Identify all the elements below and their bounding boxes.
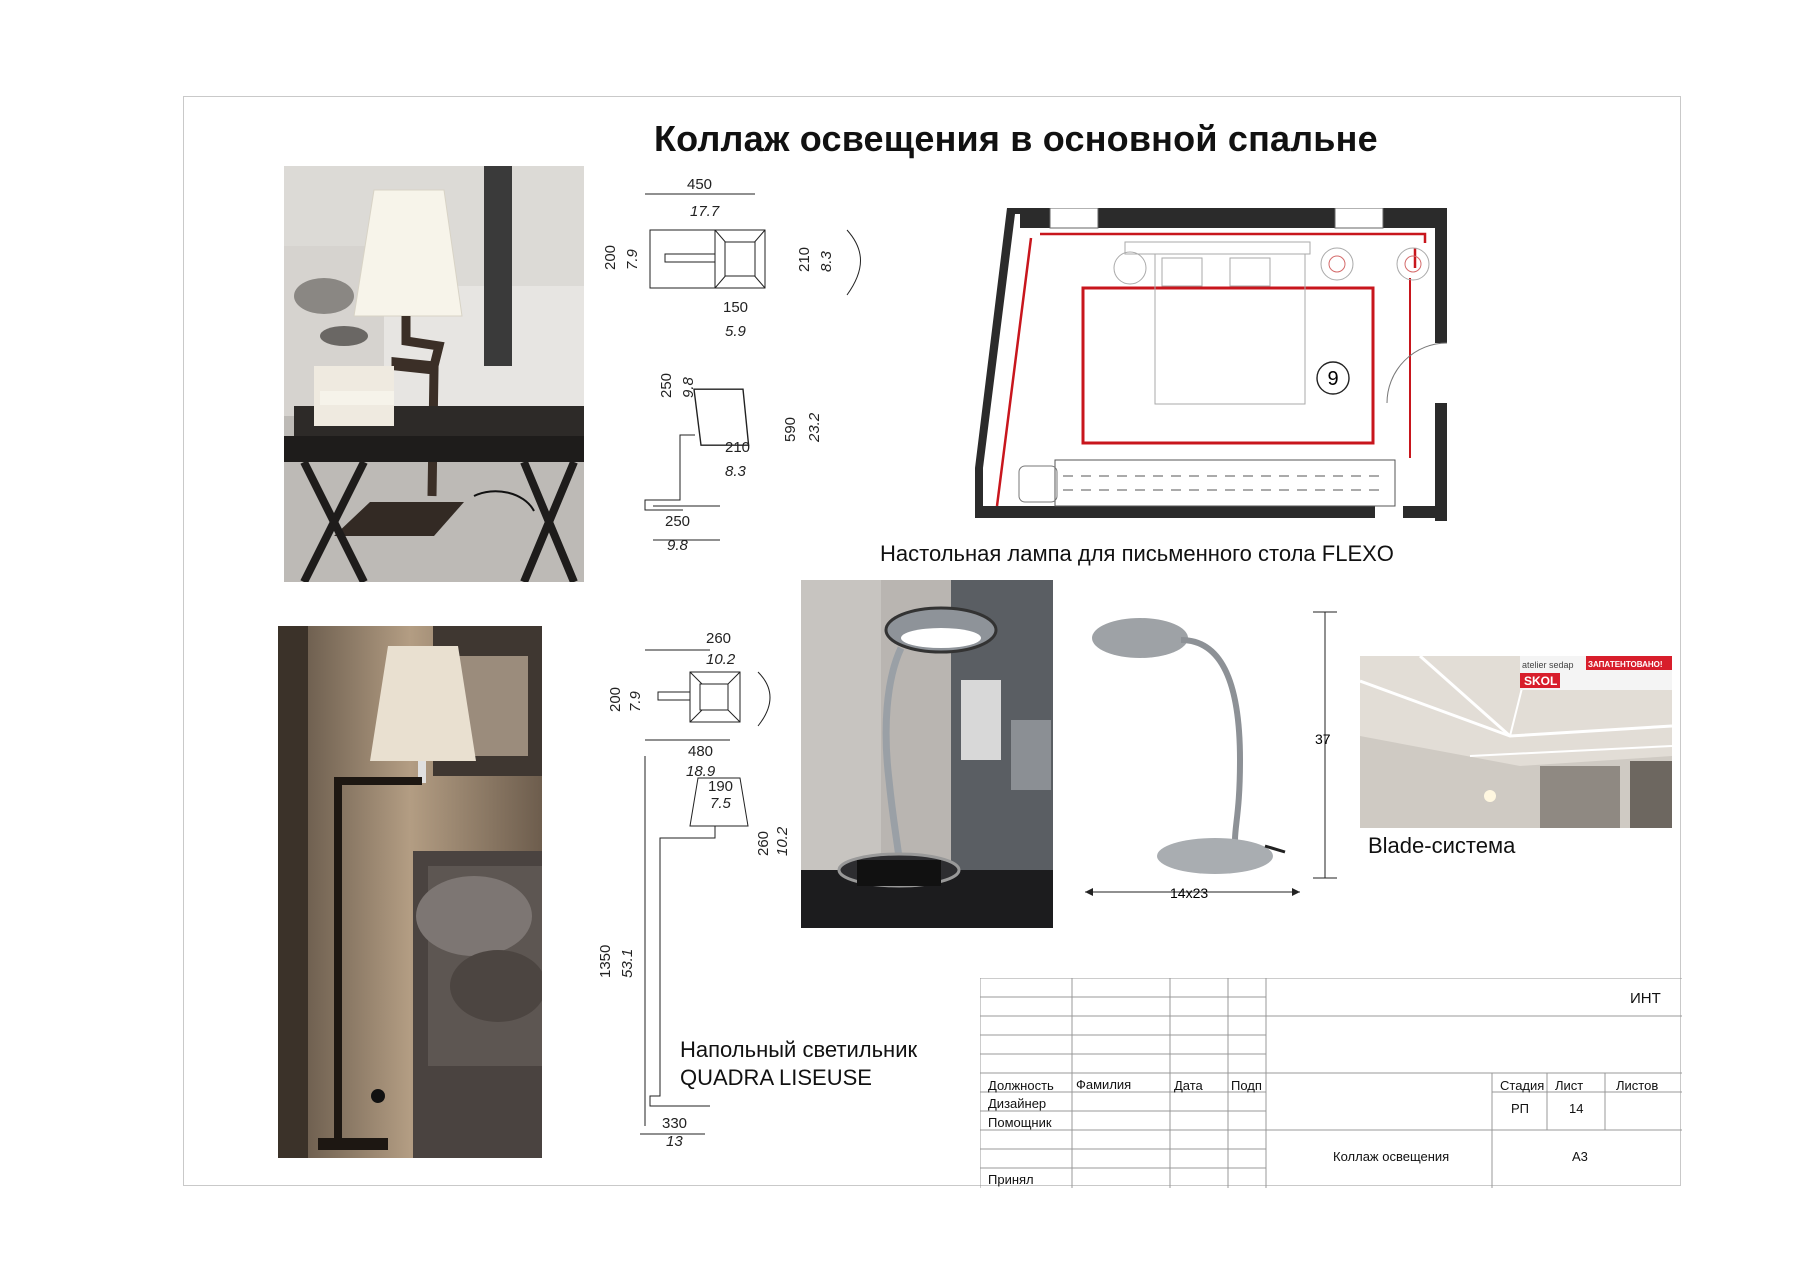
stamp-col-name: Фамилия xyxy=(1076,1077,1132,1092)
flexo-lamp-photo xyxy=(801,580,1053,928)
dim-total-h-mm: 590 xyxy=(782,417,799,442)
floor-dim-shade-top-in: 7.5 xyxy=(710,795,732,812)
floor-dim-total-h-in: 53.1 xyxy=(619,949,636,978)
dim-total-h-in: 23.2 xyxy=(806,412,823,443)
floor-dim-reach-in: 18.9 xyxy=(686,763,716,780)
floor-dim-base-in: 13 xyxy=(666,1133,683,1146)
dim-base-mm: 250 xyxy=(665,513,690,530)
stamp-h-stage: Стадия xyxy=(1500,1078,1545,1093)
floor-dim-total-h-mm: 1350 xyxy=(597,945,614,978)
plan-marker-label: 9 xyxy=(1327,368,1338,390)
stamp-row-approved: Принял xyxy=(988,1172,1034,1187)
title-block: ИНТ Должность Фамилия Дата Подп Дизайнер… xyxy=(980,978,1682,1188)
dim-shade-bottom-in: 8.3 xyxy=(725,463,747,480)
blade-atelier-label: atelier sedap xyxy=(1522,660,1574,670)
stamp-code: ИНТ xyxy=(1630,990,1661,1007)
floor-dim-base-mm: 330 xyxy=(662,1115,687,1132)
flexo-base-label: 14x23 xyxy=(1170,885,1208,901)
floor-dim-reach-mm: 480 xyxy=(688,743,713,760)
stamp-h-sheets: Листов xyxy=(1616,1078,1659,1093)
blade-caption: Blade-система xyxy=(1368,833,1516,858)
table-lamp-drawing: 450 17.7 200 7.9 210 8.3 150 5.9 250 9.8… xyxy=(602,176,861,554)
stamp-col-role: Должность xyxy=(988,1078,1054,1093)
dim-width-in: 17.7 xyxy=(690,203,720,220)
stamp-col-sign: Подп xyxy=(1231,1078,1262,1093)
blade-brand-label: SKOL xyxy=(1524,674,1557,688)
page-title: Коллаж освещения в основной спальне xyxy=(654,118,1378,159)
floor-dim-depth-in: 7.9 xyxy=(627,690,644,712)
dim-depth-left-in: 7.9 xyxy=(624,248,641,270)
flexo-caption: Настольная лампа для письменного стола F… xyxy=(880,541,1394,566)
dim-depth-right-in: 8.3 xyxy=(818,250,835,272)
dim-shade-top-mm: 150 xyxy=(723,299,748,316)
floor-dim-depth-mm: 200 xyxy=(607,687,624,712)
stamp-format: А3 xyxy=(1572,1149,1588,1164)
flexo-lamp-drawing: 37 14x23 xyxy=(1085,611,1337,901)
flexo-height-label: 37 xyxy=(1315,731,1331,747)
stamp-h-sheet: Лист xyxy=(1555,1078,1584,1093)
bedroom-floor-plan: 9 xyxy=(975,208,1448,521)
dim-depth-right-mm: 210 xyxy=(796,247,813,272)
stamp-row-designer: Дизайнер xyxy=(988,1096,1047,1111)
dim-shade-h-mm: 250 xyxy=(658,373,675,398)
blade-system-photo: atelier sedap SKOL ЗАПАТЕНТОВАНО! xyxy=(1360,656,1672,828)
dim-depth-left-mm: 200 xyxy=(602,245,619,270)
stamp-col-date: Дата xyxy=(1174,1078,1203,1093)
floor-lamp-caption-line1: Напольный светильник xyxy=(680,1037,918,1062)
stamp-doc-name: Коллаж освещения xyxy=(1333,1149,1450,1164)
floor-lamp-caption-line2: QUADRA LISEUSE xyxy=(680,1065,872,1090)
floor-dim-shade-h-in: 10.2 xyxy=(774,826,790,856)
sheet-frame xyxy=(183,96,1681,1186)
table-lamp-photo xyxy=(284,166,584,582)
floor-dim-width-in: 10.2 xyxy=(706,651,736,668)
dim-shade-h-in: 9.8 xyxy=(680,376,697,398)
dim-shade-top-in: 5.9 xyxy=(725,323,747,340)
floor-dim-shade-h-mm: 260 xyxy=(755,831,772,856)
blade-tag-label: ЗАПАТЕНТОВАНО! xyxy=(1588,660,1663,669)
dim-base-in: 9.8 xyxy=(667,537,689,554)
floor-dim-shade-top-mm: 190 xyxy=(708,778,733,795)
stamp-row-assistant: Помощник xyxy=(988,1115,1052,1130)
dim-width-mm: 450 xyxy=(687,176,712,193)
stamp-sheet: 14 xyxy=(1569,1101,1584,1116)
stamp-stage: РП xyxy=(1511,1101,1530,1116)
floor-lamp-drawing: 260 10.2 200 7.9 480 18.9 190 7.5 260 10… xyxy=(597,630,790,1146)
floor-lamp-photo xyxy=(278,626,542,1158)
floor-dim-width-mm: 260 xyxy=(706,630,731,647)
dim-shade-bottom-mm: 210 xyxy=(725,439,750,456)
